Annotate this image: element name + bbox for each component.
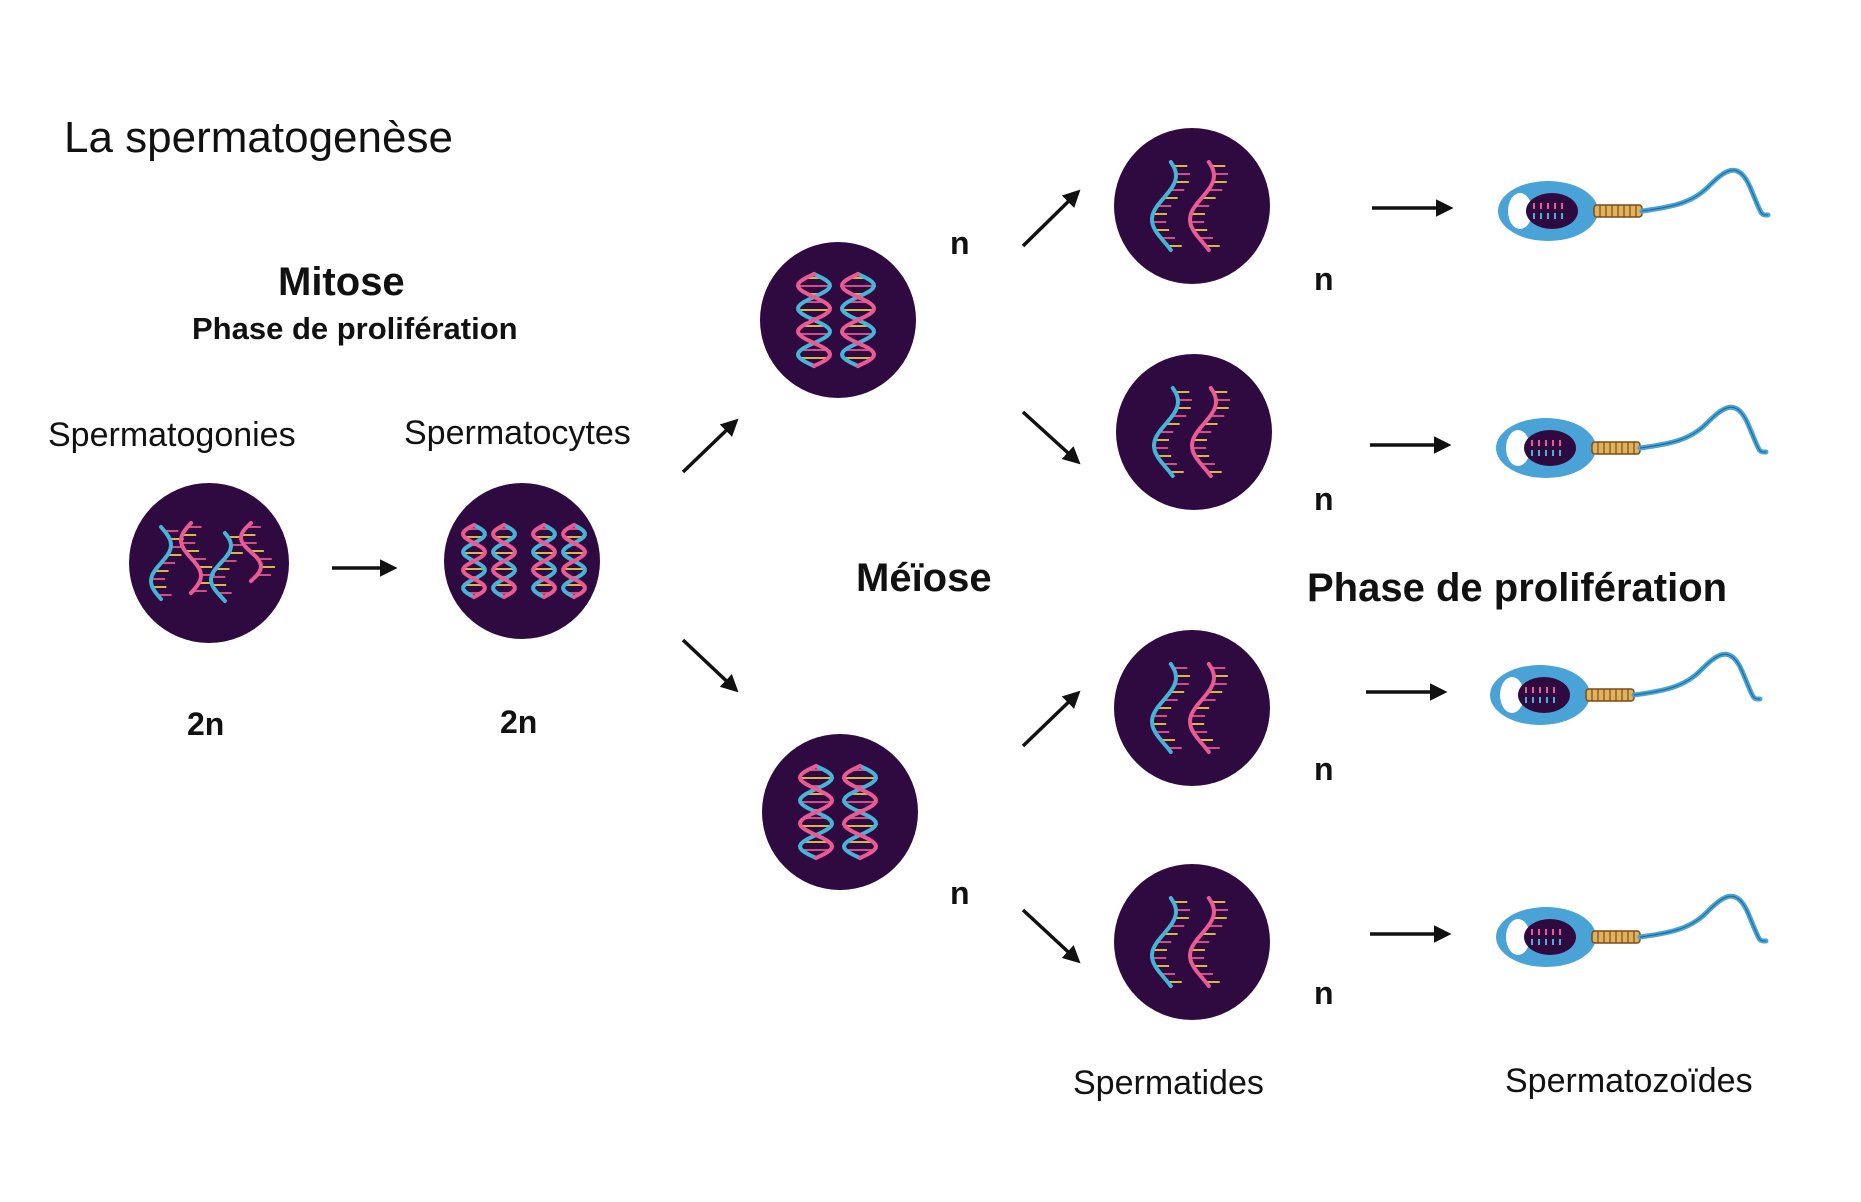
haploid-label: n xyxy=(950,875,970,911)
arrow xyxy=(681,418,739,474)
secondary-spermatocyte-cell xyxy=(762,734,918,890)
haploid-label: n xyxy=(1314,751,1334,787)
spermatozoon xyxy=(1496,893,1769,967)
maturation-phase-heading: Phase de prolifération xyxy=(1307,566,1728,610)
spermatocytes-ploidy: 2n xyxy=(500,704,538,740)
spermatid-cell xyxy=(1114,630,1270,786)
spermatozoides-label: Spermatozoïdes xyxy=(1505,1062,1753,1100)
mitosis-heading: Mitose xyxy=(278,260,405,304)
spermatid-cell xyxy=(1114,128,1270,284)
haploid-label: n xyxy=(1314,975,1334,1011)
spermatid-cell xyxy=(1116,354,1272,510)
haploid-label: n xyxy=(1314,261,1334,297)
spermatozoon xyxy=(1498,167,1771,241)
haploid-label: n xyxy=(950,225,970,261)
spermatogonies-ploidy: 2n xyxy=(187,706,225,742)
spermatides-label: Spermatides xyxy=(1073,1064,1264,1102)
secondary-spermatocyte-cell xyxy=(760,242,916,398)
spermatozoon xyxy=(1490,651,1763,725)
spermatogonia-cell xyxy=(129,483,289,643)
arrow xyxy=(681,638,739,693)
primary-spermatocyte-cell xyxy=(444,483,600,639)
mitosis-phase-label: Phase de prolifération xyxy=(192,311,518,346)
arrow xyxy=(1021,410,1081,465)
arrow xyxy=(1021,908,1081,964)
spermatid-cell xyxy=(1114,864,1270,1020)
arrow xyxy=(1021,189,1081,248)
spermatogonies-label: Spermatogonies xyxy=(48,416,296,454)
spermatozoon xyxy=(1496,404,1769,478)
spermatocytes-label: Spermatocytes xyxy=(404,414,631,452)
meiosis-heading: Méïose xyxy=(856,556,992,600)
arrow xyxy=(1021,690,1081,748)
diagram-title: La spermatogenèse xyxy=(64,113,453,162)
haploid-label: n xyxy=(1314,481,1334,517)
